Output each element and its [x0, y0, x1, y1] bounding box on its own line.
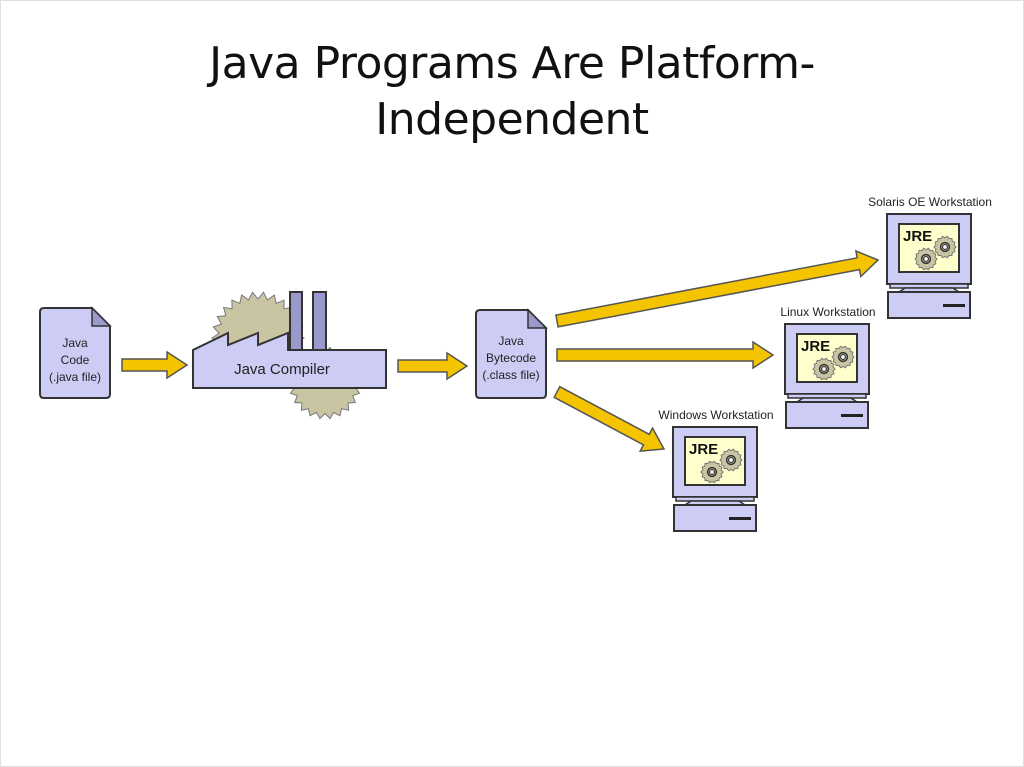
bytecode-file-line: Java	[498, 334, 524, 348]
gear-icon	[700, 460, 724, 484]
java-source-file: Java Code (.java file)	[39, 306, 112, 399]
arrow-icon	[397, 351, 469, 381]
compiler-label: Java Compiler	[234, 361, 330, 378]
slide-title: Java Programs Are Platform-Independent	[209, 38, 815, 145]
gear-icon	[812, 357, 836, 381]
source-file-line: Java	[62, 336, 88, 350]
bytecode-file-line: (.class file)	[482, 368, 539, 382]
bytecode-file-line: Bytecode	[486, 351, 536, 365]
arrow-icon	[555, 249, 880, 328]
source-file-line: (.java file)	[49, 370, 101, 384]
java-bytecode-file: Java Bytecode (.class file)	[475, 308, 548, 399]
jre-label: JRE	[801, 338, 830, 355]
gear-icon	[831, 345, 855, 369]
gear-icon	[933, 235, 957, 259]
arrow-icon	[121, 350, 189, 380]
jre-label: JRE	[689, 441, 718, 458]
jre-label: JRE	[903, 228, 932, 245]
flow-arrows	[121, 249, 880, 452]
workstation-label: Linux Workstation	[780, 305, 875, 319]
gear-icon	[914, 247, 938, 271]
workstation-label: Solaris OE Workstation	[868, 195, 992, 209]
java-compiler-factory: Java Compiler	[192, 291, 387, 389]
workstation-label: Windows Workstation	[658, 408, 773, 422]
gear-icon	[719, 448, 743, 472]
arrow-icon	[553, 385, 666, 452]
source-file-line: Code	[61, 353, 90, 367]
computer-base-icon	[673, 504, 757, 532]
arrow-icon	[556, 340, 775, 370]
